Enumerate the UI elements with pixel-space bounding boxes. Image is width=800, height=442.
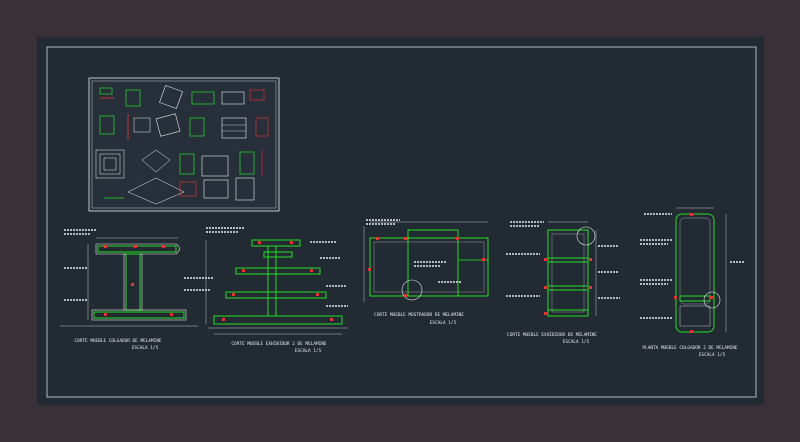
drawing-scale-1: ESCALA 1/5 bbox=[132, 345, 159, 351]
section-exhibidor-2: CORTE MUEBLE EXHIBIDOR 2 DE MELAMINE ESC… bbox=[205, 227, 348, 354]
drawing-title-5: PLANTA MUEBLE COLGADOR 2 DE MELAMINE bbox=[642, 345, 738, 351]
drawing-title-2: CORTE MUEBLE EXHIBIDOR 2 DE MELAMINE bbox=[231, 341, 327, 347]
section-mostrador: CORTE MUEBLE MOSTRADOR DE MELAMINE ESCAL… bbox=[363, 219, 489, 326]
drawing-scale-5: ESCALA 1/5 bbox=[699, 352, 726, 358]
section-colgador: CORTE MUEBLE COLGADOR DE MELAMINE ESCALA… bbox=[60, 229, 214, 351]
drawing-title-3: CORTE MUEBLE MOSTRADOR DE MELAMINE bbox=[374, 312, 464, 318]
key-sheet-thumbnail bbox=[88, 77, 280, 212]
drawing-title-4: CORTE MUEBLE EXHIBIDOR DE MELAMINE bbox=[507, 332, 597, 338]
drawing-scale-4: ESCALA 1/5 bbox=[563, 339, 590, 345]
section-exhibidor: CORTE MUEBLE EXHIBIDOR DE MELAMINE ESCAL… bbox=[506, 221, 620, 345]
drawing-scale-2: ESCALA 1/5 bbox=[295, 348, 322, 354]
plan-colgador-2: PLANTA MUEBLE COLGADOR 2 DE MELAMINE ESC… bbox=[640, 207, 744, 358]
sheet-border bbox=[46, 46, 757, 398]
detail-circle bbox=[401, 279, 423, 301]
drawing-scale-3: ESCALA 1/5 bbox=[430, 320, 457, 326]
drawing-title-1: CORTE MUEBLE COLGADOR DE MELAMINE bbox=[74, 338, 162, 344]
